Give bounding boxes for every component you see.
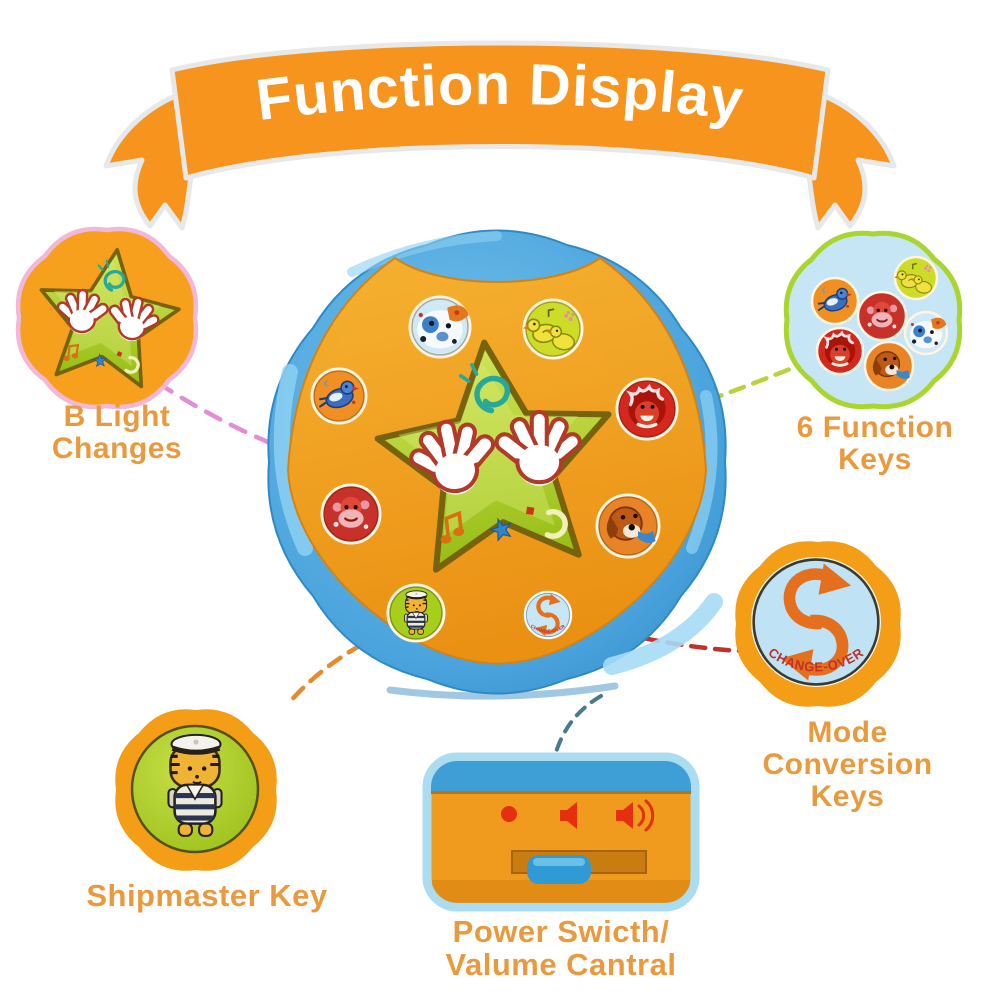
callout-key-blue-dog [903,310,949,356]
callout-key-green-ducks [892,255,939,301]
toy-key-orange-bird [310,367,368,425]
label-line: Conversion [762,748,933,781]
callout-shipmaster [115,709,277,871]
label-line: B Light [63,400,171,433]
connector-shipmaster [286,621,407,706]
label-line: Power Swicth/ [452,914,670,949]
toy-key-tiger-shipmaster [386,583,446,643]
connector-power [554,694,603,754]
callout-power-volume [422,752,700,912]
toy-key-orange-dog [595,493,661,559]
label-line: Valume Cantral [445,947,677,982]
volume-high-icon [616,799,655,832]
mode-change-over-button: CHANGE-OVER [751,557,881,687]
toy-key-green-ducks [520,298,584,360]
callout-six-function-keys [783,230,963,410]
power-volume-label: Power Swicth/ Valume Cantral [405,915,717,981]
toy-key-change-over: CHANGE-OVER [523,590,573,640]
toy-key-blue-dog [408,295,472,359]
callout-mode-conversion: CHANGE-OVER [735,541,901,707]
toy-body-highlights [273,231,723,700]
toy-top-view: CHANGE-OVER [267,229,727,700]
callout-b-light-changes [15,226,199,410]
shipmaster-key-label: Shipmaster Key [47,879,367,912]
six-function-keys-label: 6 Function Keys [770,412,980,476]
volume-low-icon [560,802,577,829]
label-line: Shipmaster Key [86,878,328,913]
label-line: 6 Function [796,411,954,444]
label-line: Changes [51,432,183,465]
banner-ribbon [169,40,831,181]
callout-key-red-monkey [856,290,908,342]
b-light-changes-label: B Light Changes [17,401,217,465]
title-banner: Function Display [103,40,897,231]
connector-b-light [155,380,455,493]
banner-tail-right-icon [801,89,897,231]
label-line: Keys [838,443,912,476]
toy-key-red-lion [615,377,679,441]
mode-conversion-keys-label: Mode Conversion Keys [725,717,970,813]
panel-top-edge [431,761,691,793]
panel-bottom-shadow [432,880,690,903]
banner-tail-left-icon [103,89,199,231]
label-line: Mode [807,716,888,749]
label-line: Keys [810,780,885,813]
callout-key-orange-dog [863,340,915,392]
slider-highlight [533,858,585,866]
power-led-icon [501,806,517,822]
toy-key-red-monkey [320,483,382,545]
callout-key-red-lion [815,326,865,376]
callout-key-orange-bird [810,276,860,326]
